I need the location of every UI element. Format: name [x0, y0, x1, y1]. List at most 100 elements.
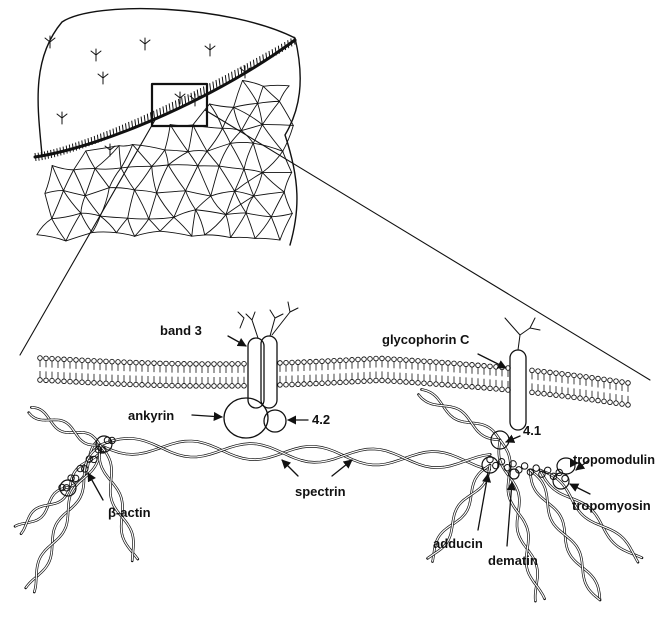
spectrin-filament	[100, 438, 490, 467]
lipid-head-outer	[176, 361, 181, 366]
mesh-strand	[198, 151, 207, 166]
lipid-head-inner	[344, 380, 349, 385]
mesh-strand	[242, 81, 257, 104]
mesh-strand	[149, 193, 157, 219]
glycoprotein-icon	[105, 144, 115, 156]
lipid-head-outer	[404, 358, 409, 363]
lipid-head-inner	[224, 384, 229, 389]
lipid-head-outer	[326, 359, 331, 364]
lipid-head-inner	[278, 383, 283, 388]
mesh-strand	[135, 190, 149, 219]
mesh-strand	[258, 86, 264, 103]
membrane-tick	[51, 150, 52, 158]
lipid-head-outer	[626, 381, 631, 386]
membrane-tick	[288, 40, 289, 48]
label-adducin: adducin	[433, 536, 483, 551]
label-actin: β-actin	[108, 505, 151, 520]
lipid-head-outer	[92, 359, 97, 364]
mesh-strand	[226, 213, 246, 215]
lipid-head-inner	[572, 395, 577, 400]
lipid-head-outer	[530, 368, 535, 373]
mesh-strand	[116, 218, 127, 233]
membrane-tick	[72, 144, 73, 152]
mesh-strand	[254, 173, 263, 196]
mesh-strand	[135, 190, 157, 193]
label-dematin: dematin	[488, 553, 538, 568]
mesh-strand	[186, 191, 211, 196]
lipid-head-inner	[200, 384, 205, 389]
mesh-strand	[255, 217, 271, 239]
lipid-head-outer	[362, 357, 367, 362]
lipid-head-outer	[122, 360, 127, 365]
mesh-strand	[226, 196, 254, 215]
spectrin-filament-core	[540, 470, 638, 562]
lipid-head-outer	[140, 360, 145, 365]
lipid-head-outer	[476, 363, 481, 368]
mesh-strand	[160, 231, 192, 236]
lipid-head-inner	[44, 378, 49, 383]
lipid-head-inner	[176, 383, 181, 388]
membrane-tick	[219, 78, 220, 86]
mesh-strand	[198, 166, 211, 196]
membrane-tick	[57, 148, 58, 156]
lipid-head-outer	[482, 363, 487, 368]
membrane-tick	[235, 70, 236, 78]
lipid-head-inner	[104, 381, 109, 386]
membrane-tick	[185, 96, 186, 104]
lipid-head-inner	[206, 384, 211, 389]
membrane-tick	[228, 73, 229, 81]
lipid-head-outer	[134, 360, 139, 365]
membrane-tick	[35, 153, 36, 161]
lipid-head-inner	[428, 381, 433, 386]
lipid-head-inner	[116, 382, 121, 387]
mesh-strand	[135, 219, 149, 236]
lipid-head-outer	[170, 361, 175, 366]
lipid-head-inner	[194, 384, 199, 389]
mesh-strand	[95, 169, 109, 188]
mesh-strand	[253, 143, 262, 172]
lipid-head-inner	[110, 381, 115, 386]
mesh-strand	[271, 217, 280, 240]
lipid-head-inner	[566, 394, 571, 399]
lipid-head-outer	[302, 360, 307, 365]
lipid-head-outer	[128, 360, 133, 365]
lipid-head-outer	[422, 359, 427, 364]
mesh-strand	[244, 169, 262, 172]
spectrin-filament-core	[31, 407, 100, 445]
lipid-head-inner	[350, 380, 355, 385]
lipid-head-inner	[446, 383, 451, 388]
spectrin-filament-core	[422, 390, 501, 441]
mesh-strand	[284, 172, 291, 192]
lipid-head-outer	[446, 361, 451, 366]
lipid-head-outer	[578, 374, 583, 379]
membrane-tick	[154, 111, 155, 119]
mesh-strand	[95, 168, 121, 169]
lipid-head-outer	[68, 357, 73, 362]
lipid-head-outer	[74, 358, 79, 363]
mesh-strand	[52, 191, 64, 219]
lipid-head-inner	[38, 378, 43, 383]
lipid-head-inner	[62, 379, 67, 384]
lipid-head-outer	[452, 361, 457, 366]
mesh-strand	[165, 150, 188, 152]
lipid-head-inner	[482, 385, 487, 390]
mesh-strand	[188, 152, 198, 166]
mesh-strand	[279, 101, 293, 125]
lipid-head-inner	[626, 403, 631, 408]
mesh-strand	[149, 219, 160, 231]
mesh-strand	[170, 125, 188, 152]
membrane-tick	[60, 147, 61, 155]
lipid-head-inner	[218, 384, 223, 389]
lipid-head-inner	[458, 384, 463, 389]
mesh-strand	[165, 125, 170, 150]
mesh-strand	[284, 192, 292, 213]
membrane-tick	[69, 145, 70, 153]
lipid-head-outer	[536, 369, 541, 374]
mesh-strand	[157, 165, 169, 193]
membrane-tick	[38, 153, 39, 161]
mesh-strand	[52, 213, 81, 219]
lipid-head-outer	[206, 362, 211, 367]
mesh-strand	[135, 166, 152, 190]
lipid-head-inner	[332, 380, 337, 385]
lipid-head-inner	[536, 391, 541, 396]
